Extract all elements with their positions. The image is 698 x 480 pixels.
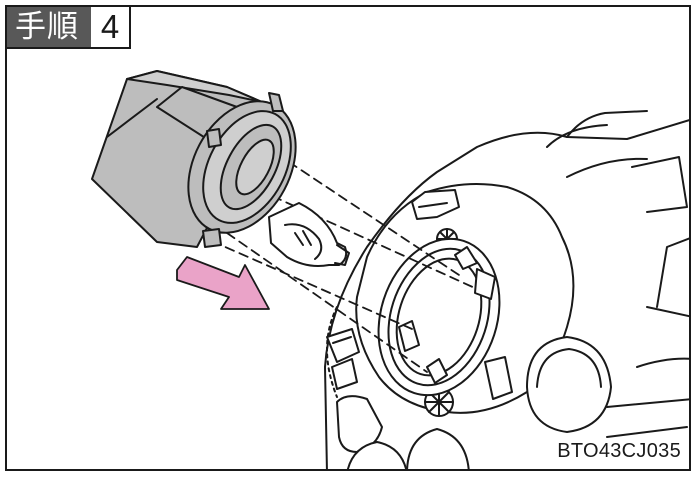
- step-number: 4: [91, 7, 131, 49]
- halogen-bulb: [91, 70, 350, 267]
- headlamp-illustration: [91, 70, 689, 469]
- removal-direction-arrow: [176, 256, 270, 310]
- figure-code: BTO43CJ035: [557, 440, 681, 462]
- step-label: 手順: [7, 7, 91, 49]
- figure-frame: 手順 4 BTO43CJ035: [5, 5, 691, 471]
- step-header: 手順 4: [7, 7, 131, 51]
